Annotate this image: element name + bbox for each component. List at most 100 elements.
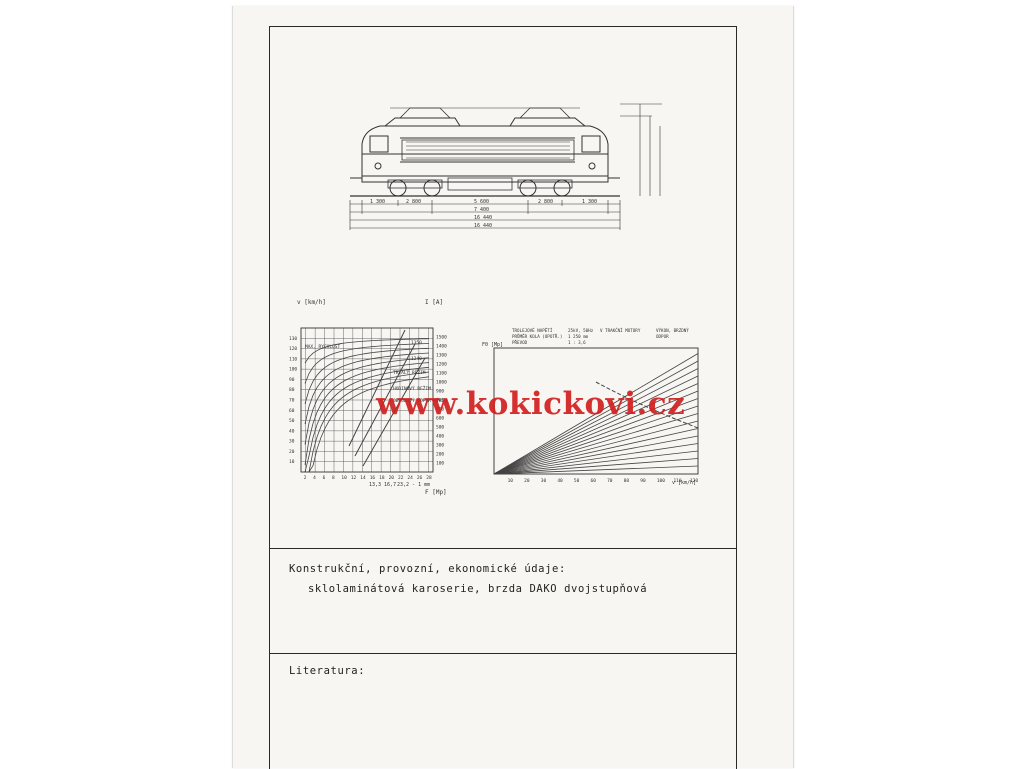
rc-x-tick: 40 [557,478,563,484]
rc-y-label: F0 [Mp] [482,342,503,348]
lc-curve [304,338,430,364]
rc-ray [493,375,699,475]
rc-x-tick: 90 [640,478,646,484]
lc-y-tick: 130 [289,336,297,342]
lc-anno-trvaly: TRVALÝ REŽIM [393,368,426,376]
rc-ray [493,368,699,475]
lc-y-tick: 100 [289,367,297,373]
lc-y2-tick: 200 [436,452,444,458]
lc-x-tick: 14 [360,475,366,481]
rc-ray [493,405,699,475]
rc-x-tick: 50 [574,478,580,484]
lc-curve [304,366,430,473]
lc-y2-tick: 1400 [436,344,447,350]
dim-mid-1: 7 400 [474,207,489,213]
lc-y2-tick: 1500 [436,335,447,341]
lc-curve [305,371,430,473]
lc-x-tick: 20 [389,475,395,481]
lc-y-tick: 40 [289,428,295,434]
lc-y2-tick: 400 [436,434,444,440]
dim-mid-2: 16 440 [474,215,492,221]
rc-x-tick: 10 [508,478,514,484]
lc-x-tick: 28 [426,475,432,481]
details-heading: Konstrukční, provozní, ekonomické údaje: [289,563,566,575]
lc-y2-tick: 1200 [436,362,447,368]
lc-x-tick: 16 [370,475,376,481]
rc-ray [493,450,699,475]
page-frame [269,26,737,769]
rc-ray [493,413,699,475]
rc-legend-mid-3: 1 : 3,6 [568,340,586,345]
rc-ray [493,360,699,475]
lc-y-tick: 80 [289,387,295,393]
lc-y2-tick: 100 [436,461,444,467]
dim-bottom-4: 2 800 [538,199,553,205]
rc-ray [493,465,699,475]
dim-bottom-3: 5 600 [474,199,489,205]
lc-anno-1350: 1350 [411,340,422,346]
lc-y2-tick: 1300 [436,353,447,359]
right-chart: F0 [Mp] v [km/h] TROLEJOVÉ NAPĚTÍ PRŮMĚR… [482,328,699,486]
rc-ray [493,458,699,475]
lc-x-tick: 2 [304,475,307,481]
lc-anno-odpor: OBVODOVÝ ODPOR VÝKON [393,397,447,404]
rc-x-tick: 110 [673,478,681,484]
rc-x-tick: 30 [541,478,547,484]
rc-legend-right-1: V TRAKČNÍ MOTORY [600,328,641,333]
rc-ray [493,435,699,475]
lc-anno-max: MAX. RYCHLOST [305,344,341,350]
rc-ray [493,383,699,475]
lc-y2-tick: 500 [436,425,444,431]
lc-x-tick: 12 [351,475,357,481]
literature-heading: Literatura: [289,665,366,677]
rc-x-tick: 20 [524,478,530,484]
rc-ray [493,398,699,475]
lc-curve [304,362,430,465]
watermark-text: www.kokickovi.cz [376,386,686,422]
lc-y-label: v [km/h] [297,299,326,306]
lc-y2-tick: 900 [436,389,444,395]
lc-y-tick: 10 [289,459,295,465]
lc-y2-tick: 1100 [436,371,447,377]
lc-x-tick: 6 [323,475,326,481]
lc-y-tick: 70 [289,398,295,404]
rc-legend-mid-2: 1 250 mm [568,334,589,339]
lc-y-tick: 110 [289,356,297,362]
lc-note-2: 23,2 - 1 mm [397,482,430,488]
rc-ray [493,443,699,475]
rc-legend-mid-1: 25kV, 50Hz [568,328,594,333]
lc-y2-tick: 700 [436,407,444,413]
rc-legend-left-3: PŘEVOD [512,340,528,345]
lc-y-tick: 20 [289,449,295,455]
lc-note-1: 13,3 16,7 [369,482,396,488]
lc-curve [304,352,430,425]
dim-bottom-2: 2 800 [406,199,421,205]
rc-ray [493,390,699,475]
rc-x-label: v [km/h] [672,480,696,486]
divider-literature [269,653,737,654]
lc-x-tick: 26 [417,475,423,481]
divider-details [269,548,737,549]
lc-y2-tick: 300 [436,443,444,449]
left-chart: v [km/h] I [A] F [Mp] MAX. RYCHLOST TRVA… [289,299,447,496]
lc-x-tick: 24 [407,475,413,481]
lc-curve [305,376,430,473]
rc-legend-right-3: ODPOR [656,334,669,339]
locomotive-drawing: 1 300 2 800 5 600 2 800 1 300 7 400 16 4… [349,103,662,230]
lc-anno-1240: 1240 [411,356,422,362]
rc-legend-right-2: VÝKON, BRZDNÝ [656,328,689,333]
lc-y-tick: 90 [289,377,295,383]
rc-x-tick: 120 [690,478,698,484]
lc-anno-hodinovy: HODINOVÝ REŽIM [393,384,431,392]
lc-y-tick: 60 [289,408,295,414]
rc-legend-left-2: PRŮMĚR KOLA (OPOTŘ.) [512,334,562,339]
dim-bottom-5: 1 300 [582,199,597,205]
dim-bottom-1: 1 300 [370,199,385,205]
lc-curve [304,347,430,404]
lc-y-tick: 50 [289,418,295,424]
lc-y2-tick: 800 [436,398,444,404]
lc-y-tick: 120 [289,346,297,352]
lc-x-tick: 18 [379,475,385,481]
lc-y2-tick: 1000 [436,380,447,386]
details-body: sklolaminátová karoserie, brzda DAKO dvo… [308,583,648,595]
